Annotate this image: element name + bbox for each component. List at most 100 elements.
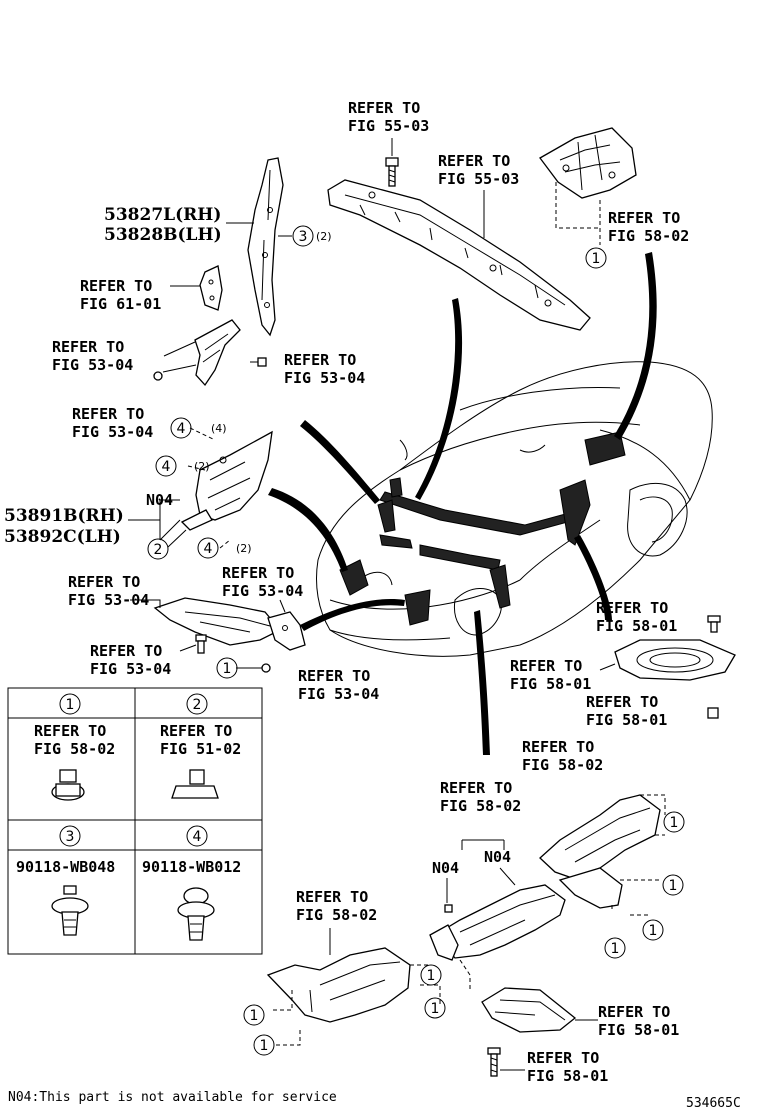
svg-text:REFER TO: REFER TO bbox=[596, 599, 668, 617]
svg-text:1: 1 bbox=[670, 815, 679, 831]
marker-1: 1 bbox=[243, 1004, 265, 1026]
svg-text:REFER TO: REFER TO bbox=[522, 738, 594, 756]
callout-left-seal: REFER TO FIG 53-04 bbox=[52, 338, 133, 374]
bottom-plate bbox=[481, 987, 577, 1033]
svg-text:FIG 58-02: FIG 58-02 bbox=[522, 756, 603, 774]
push-clip-icon bbox=[51, 885, 89, 936]
svg-text:REFER TO: REFER TO bbox=[68, 573, 140, 591]
lower-left-bolt-icon bbox=[195, 634, 207, 654]
svg-text:REFER TO: REFER TO bbox=[298, 667, 370, 685]
exhaust-front-shield bbox=[539, 794, 661, 909]
svg-text:4: 4 bbox=[204, 541, 213, 557]
left-bolt-icon bbox=[250, 357, 267, 367]
svg-text:FIG 58-02: FIG 58-02 bbox=[34, 740, 115, 758]
marker-1: 1 bbox=[642, 919, 664, 941]
marker-4: 4 bbox=[197, 537, 219, 559]
svg-text:FIG 53-04: FIG 53-04 bbox=[298, 685, 379, 703]
push-clip-icon bbox=[177, 887, 215, 941]
svg-text:FIG 53-04: FIG 53-04 bbox=[222, 582, 303, 600]
qty-label: (2) bbox=[236, 542, 252, 555]
legend-cell-3: 3 90118-WB048 bbox=[16, 825, 115, 936]
callout-bottom-plate: REFER TO FIG 58-01 bbox=[598, 1003, 679, 1039]
marker-1: 1 bbox=[424, 997, 446, 1019]
svg-text:FIG 51-02: FIG 51-02 bbox=[160, 740, 241, 758]
svg-text:REFER TO: REFER TO bbox=[296, 888, 368, 906]
lower-left-shield bbox=[153, 597, 282, 646]
legend-cell-4: 4 90118-WB012 bbox=[142, 825, 241, 941]
n04-marker: N04 bbox=[432, 859, 459, 877]
svg-text:REFER TO: REFER TO bbox=[598, 1003, 670, 1021]
svg-text:1: 1 bbox=[431, 1001, 440, 1017]
svg-text:FIG 53-04: FIG 53-04 bbox=[90, 660, 171, 678]
legend-cell-2: 2 REFER TO FIG 51-02 bbox=[160, 693, 241, 799]
svg-text:FIG 55-03: FIG 55-03 bbox=[438, 170, 519, 188]
qty-label: (4) bbox=[211, 422, 227, 435]
side-seal bbox=[180, 430, 273, 531]
svg-text:REFER TO: REFER TO bbox=[284, 351, 356, 369]
qty-label: (2) bbox=[316, 230, 332, 243]
svg-text:REFER TO: REFER TO bbox=[510, 657, 582, 675]
svg-text:FIG 58-02: FIG 58-02 bbox=[608, 227, 689, 245]
svg-text:REFER TO: REFER TO bbox=[222, 564, 294, 582]
svg-text:REFER TO: REFER TO bbox=[608, 209, 680, 227]
callout-top-bolt: REFER TO FIG 55-03 bbox=[348, 99, 429, 135]
svg-text:FIG 58-01: FIG 58-01 bbox=[596, 617, 677, 635]
svg-text:1: 1 bbox=[592, 251, 601, 267]
svg-text:FIG 61-01: FIG 61-01 bbox=[80, 295, 161, 313]
legend-cell-1: 1 REFER TO FIG 58-02 bbox=[34, 693, 115, 801]
svg-text:REFER TO: REFER TO bbox=[440, 779, 512, 797]
right-bolt-lower-icon bbox=[707, 707, 719, 719]
n04-marker: N04 bbox=[484, 848, 511, 866]
footer-note: N04:This part is not available for servi… bbox=[8, 1090, 337, 1105]
svg-text:REFER TO: REFER TO bbox=[348, 99, 420, 117]
fastener-legend-table: 1 REFER TO FIG 58-02 2 REFER TO FIG 51-0… bbox=[7, 687, 263, 955]
svg-text:FIG 53-04: FIG 53-04 bbox=[72, 423, 153, 441]
marker-1: 1 bbox=[253, 1034, 275, 1056]
svg-text:2: 2 bbox=[193, 697, 202, 713]
diagram-id: 534665C bbox=[686, 1096, 741, 1111]
marker-3: 3 bbox=[292, 225, 314, 247]
marker-1: 1 bbox=[604, 937, 626, 959]
svg-text:REFER TO: REFER TO bbox=[527, 1049, 599, 1067]
small-bracket bbox=[199, 265, 223, 311]
qty-label: (2) bbox=[194, 460, 210, 473]
svg-text:FIG 58-01: FIG 58-01 bbox=[510, 675, 591, 693]
callout-lower-left-bracket: REFER TO FIG 53-04 bbox=[222, 564, 303, 600]
callout-left-nut: REFER TO FIG 53-04 bbox=[72, 405, 153, 441]
lower-left-bracket bbox=[267, 611, 306, 651]
svg-text:3: 3 bbox=[299, 229, 308, 245]
svg-text:2: 2 bbox=[154, 542, 163, 558]
leader-swooshes bbox=[268, 252, 657, 755]
svg-text:1: 1 bbox=[66, 697, 75, 713]
svg-text:REFER TO: REFER TO bbox=[438, 152, 510, 170]
callout-left-bolt: REFER TO FIG 53-04 bbox=[284, 351, 365, 387]
part-number-seal-rh: 53891B(RH) bbox=[4, 506, 124, 526]
marker-1: 1 bbox=[420, 964, 442, 986]
svg-text:REFER TO: REFER TO bbox=[90, 642, 162, 660]
part-number-rail-lh: 53828B(LH) bbox=[104, 225, 222, 245]
callout-right-plate: REFER TO FIG 58-01 bbox=[510, 657, 591, 693]
svg-text:FIG 53-04: FIG 53-04 bbox=[52, 356, 133, 374]
callout-top-right-shield: REFER TO FIG 58-02 bbox=[608, 209, 689, 245]
svg-text:REFER TO: REFER TO bbox=[72, 405, 144, 423]
svg-text:REFER TO: REFER TO bbox=[80, 277, 152, 295]
svg-text:4: 4 bbox=[162, 459, 171, 475]
svg-text:3: 3 bbox=[66, 829, 75, 845]
marker-2: 2 bbox=[147, 538, 169, 560]
svg-text:1: 1 bbox=[223, 661, 232, 677]
top-bolt-icon bbox=[385, 157, 399, 187]
marker-1: 1 bbox=[663, 811, 685, 833]
installed-parts bbox=[339, 431, 626, 626]
callout-lower-left-nut: REFER TO FIG 53-04 bbox=[298, 667, 379, 703]
flange-nut-icon bbox=[51, 769, 85, 801]
clip-nut-icon bbox=[171, 769, 219, 799]
part-number-rail-rh: 53827L(RH) bbox=[104, 205, 221, 225]
callout-exhaust-front: REFER TO FIG 58-02 bbox=[522, 738, 603, 774]
svg-text:FIG 58-02: FIG 58-02 bbox=[440, 797, 521, 815]
bottom-bolt-icon bbox=[487, 1047, 501, 1077]
exhaust-mid-shield bbox=[429, 884, 566, 961]
svg-text:REFER TO: REFER TO bbox=[160, 722, 232, 740]
svg-text:FIG 58-01: FIG 58-01 bbox=[527, 1067, 608, 1085]
callout-right-bolt-upper: REFER TO FIG 58-01 bbox=[596, 599, 677, 635]
